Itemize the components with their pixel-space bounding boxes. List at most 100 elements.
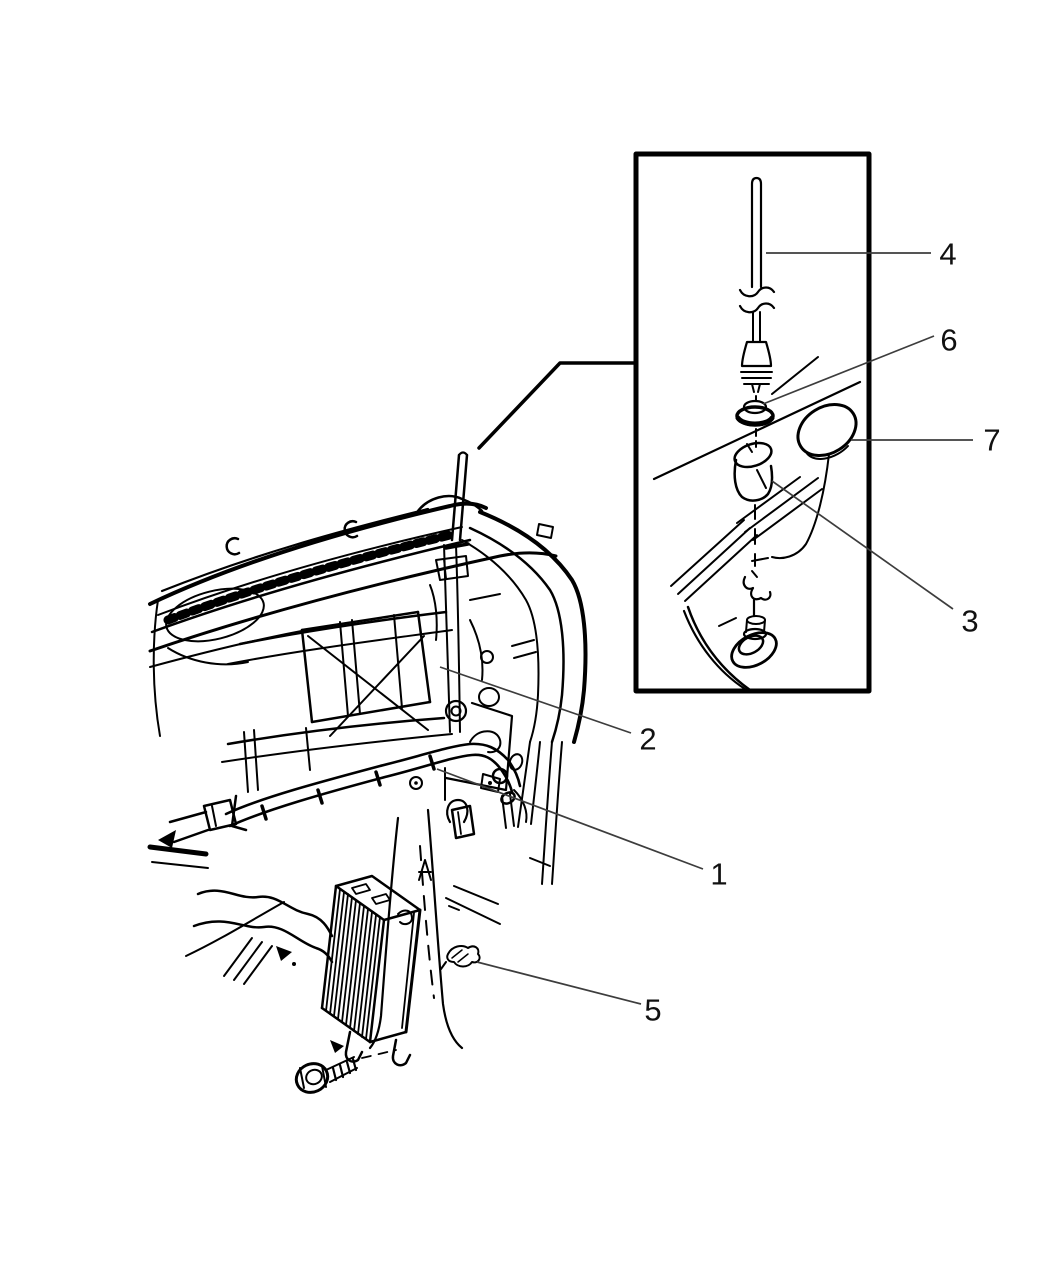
module-top-cutout — [397, 909, 413, 926]
body-crease — [448, 905, 460, 911]
strut — [305, 727, 311, 771]
dash-edge-line — [172, 828, 210, 844]
strut-pair — [501, 795, 507, 829]
dash-edge-line — [168, 810, 208, 824]
cap-dome — [796, 402, 858, 458]
pillar-mid — [468, 526, 565, 744]
base-ring-inner — [737, 634, 765, 656]
body-crease — [453, 885, 499, 905]
leader-5 — [476, 961, 642, 1005]
crease-line — [684, 534, 758, 602]
amplifier-module — [320, 874, 422, 1067]
small-ring-dot — [414, 781, 418, 785]
hood-edge — [148, 501, 488, 606]
dash-panel-structure — [152, 587, 453, 832]
rib — [353, 908, 369, 1032]
bracket-strut — [429, 584, 438, 641]
break-symbol — [738, 286, 776, 298]
omega-clip — [446, 798, 469, 824]
bracket-clip — [435, 555, 469, 581]
plate-hole-dot — [488, 781, 492, 785]
rib — [361, 914, 377, 1038]
crease-line — [736, 476, 801, 524]
crease-line — [744, 477, 819, 533]
callout-3: 3 — [961, 603, 979, 639]
rib — [341, 899, 357, 1023]
strut — [243, 731, 249, 793]
a-pillar — [461, 510, 588, 885]
crease-line — [752, 488, 823, 541]
base-ring-outer — [730, 631, 778, 669]
rib — [345, 902, 361, 1026]
dot — [292, 962, 296, 966]
fender-arc — [682, 609, 747, 691]
opening-edge — [300, 610, 420, 632]
lower-rail — [226, 716, 446, 746]
antenna-base — [682, 598, 778, 692]
wiper-clip-right — [343, 520, 359, 539]
bolt-axis-dashed — [361, 1049, 397, 1059]
clip-foot — [440, 961, 447, 970]
connector-line — [211, 805, 217, 827]
rib — [357, 911, 373, 1035]
callout-2: 2 — [639, 721, 657, 757]
left-edge — [152, 599, 161, 737]
cable-s-clip — [742, 570, 772, 601]
booster-arc — [167, 647, 249, 666]
hatch-stroke — [243, 945, 273, 985]
opening-strut — [351, 619, 361, 715]
connector-barrel — [508, 753, 524, 771]
bolt-thread — [338, 1063, 345, 1079]
panel-curve-below-cap — [771, 453, 830, 560]
door-edge-line — [541, 741, 553, 885]
bracket-clip-line — [443, 559, 447, 579]
lower-rail — [221, 733, 453, 763]
rib — [349, 905, 365, 1029]
cable-clamp — [374, 770, 382, 787]
arrowhead — [276, 946, 292, 961]
rib — [333, 893, 349, 1017]
hood-cowl — [148, 494, 558, 668]
rib — [329, 891, 345, 1015]
bracket-weld — [444, 542, 470, 550]
pillar-hole — [536, 523, 554, 539]
axis-clip — [418, 859, 432, 881]
pillar-inner — [461, 539, 540, 743]
mast-ferrule — [740, 340, 773, 368]
opening-edge — [416, 610, 432, 704]
clip-hatch — [457, 953, 469, 963]
cowl-band-top — [157, 526, 463, 616]
windshield-base — [148, 551, 558, 653]
opening-edge — [310, 700, 432, 724]
clip-body — [446, 945, 481, 968]
alignment-axis-dashed — [419, 845, 435, 999]
leader-6 — [762, 335, 935, 405]
rib — [337, 896, 353, 1020]
cowl-grille-hatching — [163, 530, 455, 625]
strut — [253, 729, 259, 791]
arrowhead — [158, 830, 176, 848]
body-crease — [445, 897, 501, 925]
cable-end-connector — [202, 798, 238, 832]
cable-clamp — [260, 804, 268, 821]
module-hook — [391, 1038, 412, 1067]
s-clip-tail — [751, 570, 758, 578]
bracket-rail — [455, 544, 461, 733]
leader-lines — [436, 252, 973, 1005]
adapter-cup — [733, 458, 774, 502]
callout-4: 4 — [939, 236, 957, 272]
mast-rod — [750, 176, 763, 289]
module-hook — [344, 1030, 364, 1063]
antenna-cable — [158, 730, 528, 848]
opening-strut — [339, 621, 349, 717]
grommet-ring — [444, 699, 468, 723]
cable-tail — [513, 789, 528, 823]
crease-line — [677, 527, 751, 595]
bolt-thread — [351, 1057, 358, 1072]
antenna-cap — [751, 402, 858, 562]
module-front-right-edge — [368, 918, 386, 1044]
adapter-tab — [746, 443, 753, 453]
s-clip — [742, 575, 772, 601]
module-vent-slot — [371, 893, 391, 905]
pillar-outer — [478, 510, 588, 744]
